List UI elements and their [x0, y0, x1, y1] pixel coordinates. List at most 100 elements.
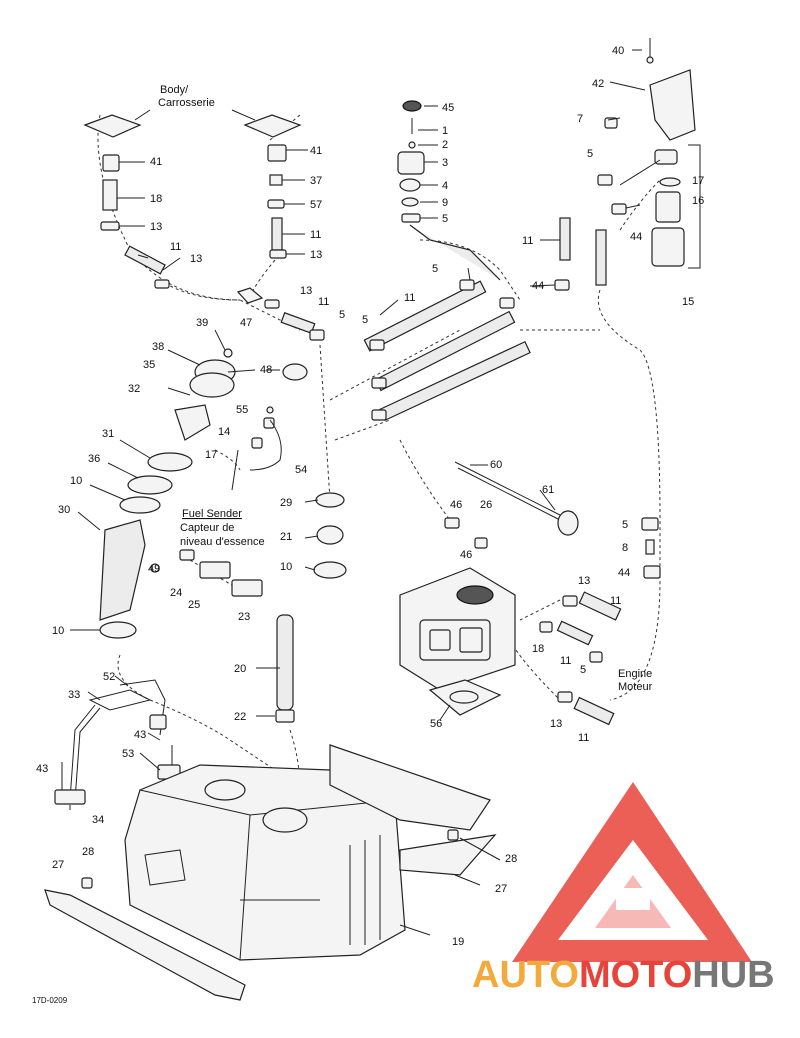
- callout-number: 45: [442, 102, 454, 114]
- callout-number: 7: [577, 113, 583, 125]
- callout-number: 36: [88, 453, 100, 465]
- callout-number: 5: [622, 519, 628, 531]
- callout-number: 13: [300, 285, 312, 297]
- carburetor: [399, 567, 516, 716]
- callout-number: 61: [542, 484, 554, 496]
- callout-number: 43: [134, 729, 146, 741]
- logo-text-moto: MOTO: [579, 954, 692, 996]
- callout-number: 32: [128, 383, 140, 395]
- filter-assembly: [559, 38, 701, 286]
- callout-number: 55: [236, 404, 248, 416]
- leader-lines: [69, 117, 641, 936]
- tank-support-plates: [44, 744, 497, 1001]
- callout-number: 17: [692, 175, 704, 187]
- callout-number: 15: [682, 296, 694, 308]
- callout-number: 13: [190, 253, 202, 265]
- callout-number: 46: [460, 549, 472, 561]
- callout-number: 17: [205, 449, 217, 461]
- callout-number: 21: [280, 531, 292, 543]
- callout-number: 26: [480, 499, 492, 511]
- callout-number: 41: [150, 156, 162, 168]
- choke-cable: [444, 461, 579, 549]
- callout-number: 49: [148, 563, 160, 575]
- callout-number: 60: [490, 459, 502, 471]
- callout-number: 18: [150, 193, 162, 205]
- logo-text-hub: HUB: [692, 954, 774, 996]
- callout-number: 5: [362, 314, 368, 326]
- callout-number: 11: [560, 655, 571, 667]
- right-fittings: [539, 517, 661, 726]
- fuel-sender-parts: [150, 406, 282, 597]
- fuel-sender-note-line1: Fuel Sender: [182, 508, 242, 520]
- callout-number: 11: [170, 241, 181, 253]
- callout-number: 13: [578, 575, 590, 587]
- callout-number: 11: [610, 595, 621, 607]
- callout-number: 52: [103, 671, 115, 683]
- callout-number: 2: [442, 139, 448, 151]
- callout-number: 34: [92, 814, 104, 826]
- callout-number: 48: [260, 364, 272, 376]
- annotations: Body/ Carrosserie Fuel Sender Capteur de…: [32, 84, 653, 1005]
- callout-number: 23: [238, 611, 250, 623]
- callout-number: 11: [310, 229, 321, 241]
- callout-number: 10: [280, 561, 292, 573]
- fuel-sender-note-line3: niveau d'essence: [180, 536, 265, 548]
- callout-number: 5: [442, 213, 448, 225]
- callout-number: 5: [587, 148, 593, 160]
- callout-number: 44: [630, 231, 642, 243]
- fuel-tank: [124, 764, 406, 961]
- callout-number: 42: [592, 78, 604, 90]
- callout-number: 44: [618, 567, 630, 579]
- callout-number: 25: [188, 599, 200, 611]
- logo-text-auto: AUTO: [472, 954, 579, 996]
- callout-number: 4: [442, 180, 448, 192]
- callout-number: 40: [612, 45, 624, 57]
- callout-number: 19: [452, 936, 464, 948]
- fuel-return-hose-stack: [275, 492, 347, 723]
- callout-number: 11: [404, 292, 415, 304]
- callout-number: 27: [495, 883, 507, 895]
- callout-number: 33: [68, 689, 80, 701]
- callout-number: 3: [442, 157, 448, 169]
- callout-number: 14: [218, 426, 230, 438]
- callout-number: 10: [52, 625, 64, 637]
- automotohub-logo: AUTOMOTOHUB: [472, 782, 775, 996]
- right-vent-assembly: [236, 144, 325, 341]
- figure-code: 17D-0209: [32, 996, 68, 1005]
- fuel-sender-note-line2: Capteur de: [180, 522, 234, 534]
- engine-note-line2: Moteur: [618, 681, 653, 693]
- callout-number: 57: [310, 199, 322, 211]
- callout-number: 10: [70, 475, 82, 487]
- callout-number: 5: [580, 664, 586, 676]
- callout-number: 31: [102, 428, 114, 440]
- callout-number: 18: [532, 643, 544, 655]
- callout-number: 47: [240, 317, 252, 329]
- callout-number: 5: [339, 309, 345, 321]
- body-note-line2: Carrosserie: [158, 97, 215, 109]
- callout-number: 11: [522, 235, 533, 247]
- callout-number: 28: [505, 853, 517, 865]
- callout-number: 29: [280, 497, 292, 509]
- engine-note-line1: Engine: [618, 668, 652, 680]
- callout-number: 35: [143, 359, 155, 371]
- body-note-line1: Body/: [160, 84, 189, 96]
- center-valve-stack: [397, 100, 501, 281]
- filler-neck-assembly: [99, 348, 308, 639]
- left-vent-assembly: [100, 154, 170, 289]
- body-mounting-plates: [83, 109, 302, 138]
- svg-text:AUTOMOTOHUB: AUTOMOTOHUB: [472, 954, 775, 996]
- callout-number: 22: [234, 711, 246, 723]
- callout-numbers: 40 42 7 5 17 16 15 45 1 2 3 4 9 5 11 44 …: [36, 45, 704, 948]
- callout-number: 56: [430, 718, 442, 730]
- callout-number: 27: [52, 859, 64, 871]
- callout-number: 28: [82, 846, 94, 858]
- callout-number: 11: [578, 732, 589, 744]
- callout-number: 53: [122, 748, 134, 760]
- callout-number: 38: [152, 341, 164, 353]
- callout-number: 24: [170, 587, 182, 599]
- crossover-hoses: [363, 279, 570, 422]
- callout-number: 30: [58, 504, 70, 516]
- callout-number: 20: [234, 663, 246, 675]
- callout-number: 39: [196, 317, 208, 329]
